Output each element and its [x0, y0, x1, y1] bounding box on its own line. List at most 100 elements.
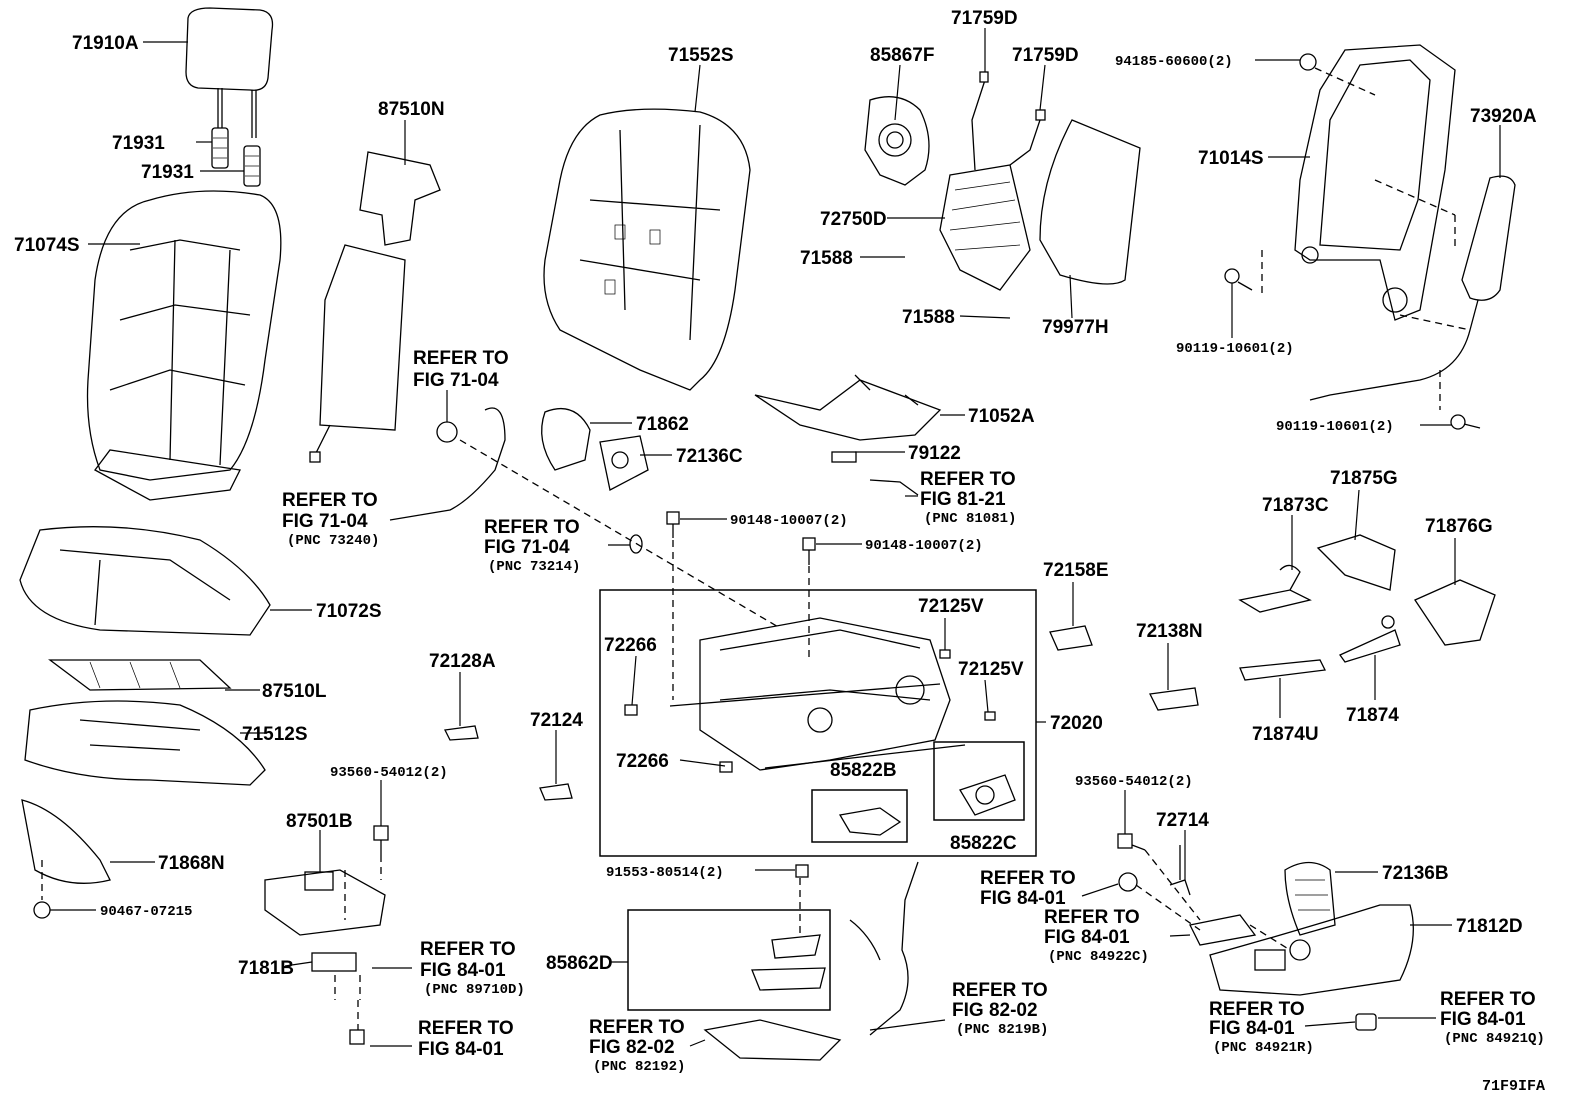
bolt-93560-part[interactable] — [373, 825, 1146, 855]
bolt-90148-part[interactable] — [666, 511, 816, 565]
label-90148-10007-a[interactable]: 90148-10007(2) — [730, 513, 848, 529]
label-71874U[interactable]: 71874U — [1252, 724, 1319, 745]
refer-fig-71-04-c[interactable]: REFER TO FIG 71-04 (PNC 73214) — [484, 517, 580, 575]
label-85822B[interactable]: 85822B — [830, 760, 897, 781]
bracket-72158E-part[interactable] — [1049, 625, 1093, 651]
label-71014S[interactable]: 71014S — [1198, 148, 1264, 169]
back-board-part[interactable] — [1039, 119, 1141, 285]
label-73920A[interactable]: 73920A — [1470, 106, 1537, 127]
label-72136C[interactable]: 72136C — [676, 446, 743, 467]
label-71759D-b[interactable]: 71759D — [1012, 45, 1079, 66]
side-shield-71812D-part[interactable] — [1209, 904, 1414, 996]
label-87510L[interactable]: 87510L — [262, 681, 327, 702]
label-79977H[interactable]: 79977H — [1042, 317, 1109, 338]
label-87501B[interactable]: 87501B — [286, 811, 353, 832]
seatback-frame-part[interactable] — [1294, 44, 1456, 321]
cover-71873C-part[interactable] — [1238, 564, 1312, 613]
label-93560-54012-b[interactable]: 93560-54012(2) — [1075, 774, 1193, 790]
recliner-cover-part[interactable] — [541, 407, 591, 471]
label-94185-60600[interactable]: 94185-60600(2) — [1115, 54, 1233, 70]
refer-fig-82-02-a[interactable]: REFER TO FIG 82-02 (PNC 82192) — [589, 1017, 685, 1075]
seat-adjuster-part[interactable] — [624, 617, 996, 773]
label-71875G[interactable]: 71875G — [1330, 468, 1398, 489]
label-72128A[interactable]: 72128A — [429, 651, 496, 672]
side-airbag-part[interactable] — [1309, 175, 1516, 401]
label-85867F[interactable]: 85867F — [870, 45, 934, 66]
ecu-87501B-part[interactable] — [304, 871, 334, 891]
seatback-heater-part[interactable] — [309, 151, 441, 463]
label-71862[interactable]: 71862 — [636, 414, 689, 435]
motor-85822B-part[interactable] — [838, 807, 902, 836]
refer-fig-84-01-e[interactable]: REFER TO FIG 84-01 (PNC 84921R) — [1209, 999, 1314, 1056]
label-7181B[interactable]: 7181B — [238, 958, 294, 979]
label-71812D[interactable]: 71812D — [1456, 916, 1523, 937]
label-85822C[interactable]: 85822C — [950, 833, 1017, 854]
nut-94185-part[interactable] — [1299, 53, 1317, 71]
label-85862D[interactable]: 85862D — [546, 953, 613, 974]
label-93560-54012-a[interactable]: 93560-54012(2) — [330, 765, 448, 781]
seatback-pad-part[interactable] — [543, 108, 751, 391]
label-71868N[interactable]: 71868N — [158, 853, 225, 874]
cover-72128A-part[interactable] — [444, 725, 479, 741]
wire-harness-part[interactable] — [419, 407, 643, 554]
lifter-cable-part[interactable] — [703, 861, 919, 1061]
screw-7181B-part[interactable] — [349, 1029, 365, 1045]
label-71588-a[interactable]: 71588 — [800, 248, 853, 269]
seat-cushion-cover-part[interactable] — [19, 526, 271, 636]
label-71759D-a[interactable]: 71759D — [951, 8, 1018, 29]
label-72125V-b[interactable]: 72125V — [958, 659, 1024, 680]
cover-72124-part[interactable] — [539, 783, 573, 801]
cover-71874U-part[interactable] — [1239, 659, 1326, 681]
label-71874[interactable]: 71874 — [1346, 705, 1399, 726]
cover-71875G-part[interactable] — [1316, 534, 1396, 591]
label-72136B[interactable]: 72136B — [1382, 863, 1449, 884]
refer-fig-84-01-a[interactable]: REFER TO FIG 84-01 (PNC 89710D) — [420, 939, 525, 998]
label-71552S[interactable]: 71552S — [668, 45, 734, 66]
knob-8492-part[interactable] — [1118, 872, 1138, 892]
label-71512S[interactable]: 71512S — [242, 724, 308, 745]
bracket-72138N-part[interactable] — [1149, 687, 1199, 711]
label-71876G[interactable]: 71876G — [1425, 516, 1493, 537]
headrest-guide-part[interactable] — [211, 127, 261, 187]
refer-fig-84-01-f[interactable]: REFER TO FIG 84-01 (PNC 84921Q) — [1440, 989, 1545, 1047]
bracket-7181B-part[interactable] — [264, 869, 386, 972]
lifter-85862D-part[interactable] — [751, 934, 826, 991]
seat-cushion-pad-part[interactable] — [24, 700, 266, 786]
label-71931-a[interactable]: 71931 — [112, 133, 165, 154]
label-91553-80514[interactable]: 91553-80514(2) — [606, 865, 724, 881]
bolt-91553-part[interactable] — [795, 864, 809, 878]
seatback-cover-part[interactable] — [86, 190, 282, 501]
refer-fig-84-01-b[interactable]: REFER TO FIG 84-01 — [418, 1018, 514, 1060]
label-71072S[interactable]: 71072S — [316, 601, 382, 622]
knob-84921Q-part[interactable] — [1355, 1013, 1377, 1031]
motor-85822C-part[interactable] — [959, 774, 1016, 816]
lumbar-cover-part[interactable] — [864, 96, 930, 186]
cushion-shield-part[interactable] — [21, 799, 111, 884]
seat-harness-71052A-part[interactable] — [754, 374, 942, 496]
label-90119-10601-a[interactable]: 90119-10601(2) — [1176, 341, 1294, 357]
refer-fig-81-21[interactable]: REFER TO FIG 81-21 (PNC 81081) — [920, 469, 1016, 527]
switch-72136C-part[interactable] — [599, 435, 649, 491]
label-90148-10007-b[interactable]: 90148-10007(2) — [865, 538, 983, 554]
label-72266-a[interactable]: 72266 — [604, 635, 657, 656]
label-72158E[interactable]: 72158E — [1043, 560, 1109, 581]
refer-fig-82-02-b[interactable]: REFER TO FIG 82-02 (PNC 8219B) — [952, 980, 1048, 1038]
label-90467-07215[interactable]: 90467-07215 — [100, 904, 192, 920]
label-71910A[interactable]: 71910A — [72, 33, 139, 54]
clip-90467-part[interactable] — [33, 901, 51, 919]
refer-fig-84-01-c[interactable]: REFER TO FIG 84-01 — [980, 868, 1076, 909]
label-72020[interactable]: 72020 — [1050, 713, 1103, 734]
label-71052A[interactable]: 71052A — [968, 406, 1035, 427]
headrest-part[interactable] — [185, 7, 274, 138]
label-72125V-a[interactable]: 72125V — [918, 596, 984, 617]
label-72750D[interactable]: 72750D — [820, 209, 887, 230]
lumbar-support-part[interactable] — [939, 71, 1046, 291]
label-72714[interactable]: 72714 — [1156, 810, 1209, 831]
label-71074S[interactable]: 71074S — [14, 235, 80, 256]
switch-base-72714-part[interactable] — [1169, 845, 1257, 946]
label-90119-10601-b[interactable]: 90119-10601(2) — [1276, 419, 1394, 435]
label-71588-b[interactable]: 71588 — [902, 307, 955, 328]
label-72266-b[interactable]: 72266 — [616, 751, 669, 772]
label-79122[interactable]: 79122 — [908, 443, 961, 464]
switch-72136B-part[interactable] — [1284, 861, 1336, 936]
